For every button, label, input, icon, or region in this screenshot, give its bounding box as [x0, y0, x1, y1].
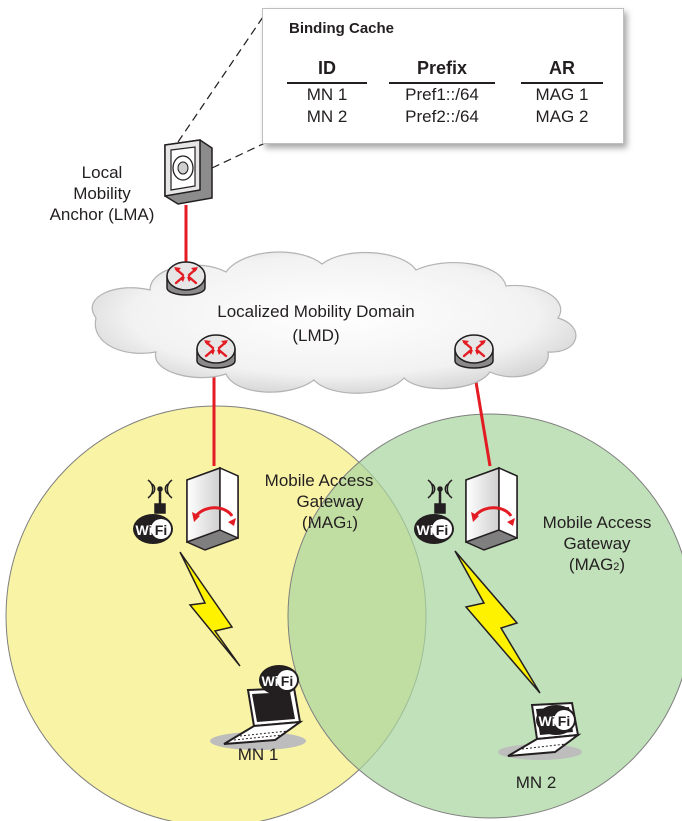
- mn1-laptop-icon: [210, 686, 306, 750]
- binding-cache-title: Binding Cache: [289, 20, 395, 37]
- table-cell: MN 1: [306, 85, 348, 104]
- callout-line-bottom: [211, 142, 266, 169]
- lma-label: Local Mobility Anchor (LMA): [40, 162, 164, 225]
- mn1-wifi-badge-icon: [259, 665, 299, 695]
- mag1-tag-close: ): [352, 513, 359, 532]
- mag2-tag-text: (MAG: [568, 555, 614, 574]
- mag1-server-icon: [186, 466, 239, 551]
- mag2-server-icon: [465, 466, 518, 551]
- callout-line-top: [177, 13, 266, 143]
- mag1-tag-text: (MAG: [301, 513, 347, 532]
- lma-router-icon: [165, 260, 207, 297]
- column-header-ar: AR: [521, 57, 603, 84]
- mag2-label: Mobile Access Gateway (MAG2): [522, 512, 672, 578]
- binding-cache-column-ar: AR MAG 1 MAG 2: [521, 57, 603, 128]
- network-links: [184, 205, 492, 467]
- table-cell: Pref2::/64: [405, 107, 479, 126]
- mag2-tag-close: ): [619, 555, 626, 574]
- binding-cache-column-prefix: Prefix Pref1::/64 Pref2::/64: [389, 57, 495, 128]
- mn1-label: MN 1: [237, 745, 279, 764]
- mag1-tag-index: 1: [346, 519, 353, 531]
- mag2-tag: (MAG2): [522, 554, 672, 578]
- lmd-label-line: (LMD): [292, 326, 340, 345]
- table-cell: MN 2: [306, 107, 348, 126]
- lma-label-line: Local: [81, 163, 123, 182]
- mag1-label-line: Gateway: [296, 492, 364, 511]
- mag2-tag-index: 2: [613, 561, 620, 573]
- table-cell: MAG 2: [535, 107, 589, 126]
- lma-device-icon: [164, 139, 213, 205]
- column-header-id: ID: [287, 57, 367, 84]
- mag2-wireless-bolt-icon: [454, 550, 541, 694]
- mn2-label: MN 2: [515, 773, 557, 792]
- mag2-label-line: Mobile Access: [542, 513, 652, 532]
- lma-label-line: Mobility: [73, 184, 131, 203]
- table-cell: Pref1::/64: [405, 85, 479, 104]
- mag1-label-line: Mobile Access: [264, 471, 374, 490]
- column-header-prefix: Prefix: [389, 57, 495, 84]
- mag1-tag: (MAG1): [244, 512, 394, 536]
- mn2-wifi-badge-icon: [536, 705, 576, 735]
- lmd-label: Localized Mobility Domain (LMD): [196, 301, 436, 346]
- lmd-label-line: Localized Mobility Domain: [217, 302, 415, 321]
- mag2-wifi-badge-icon: [414, 514, 454, 544]
- binding-cache-box: Binding Cache ID MN 1 MN 2 Prefix Pref1:…: [262, 8, 624, 144]
- lma-label-line: Anchor (LMA): [49, 205, 155, 224]
- table-cell: MAG 1: [535, 85, 589, 104]
- mag2-antenna-icon: [427, 479, 453, 514]
- binding-cache-column-id: ID MN 1 MN 2: [287, 57, 367, 128]
- mag1-wifi-badge-icon: [133, 514, 173, 544]
- mag1-label: Mobile Access Gateway (MAG1): [244, 470, 394, 536]
- mag1-wireless-bolt-icon: [179, 551, 241, 667]
- mag2-router-icon: [453, 333, 495, 370]
- mag2-label-line: Gateway: [563, 534, 631, 553]
- mag1-antenna-icon: [147, 479, 173, 514]
